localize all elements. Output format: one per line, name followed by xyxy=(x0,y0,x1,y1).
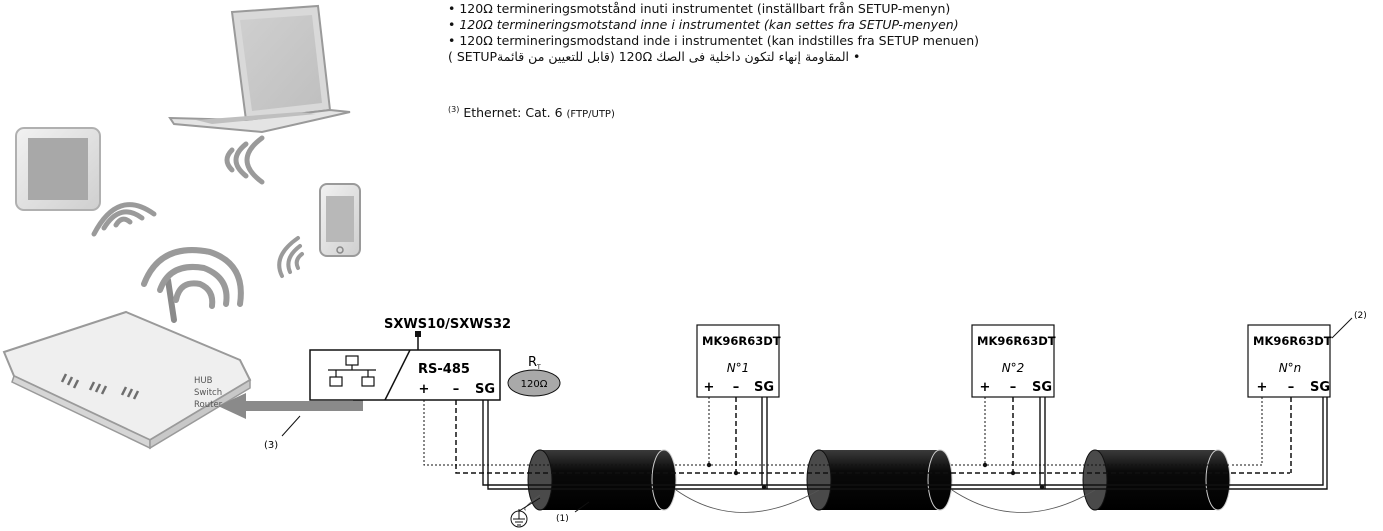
callout-device: (2) xyxy=(1354,311,1367,321)
terminator-letter: R xyxy=(528,355,537,370)
ground-icon xyxy=(510,497,541,528)
note-swedish: • 120Ω termineringsmotstånd inuti instru… xyxy=(448,1,951,16)
wifi-signal-tablet-icon xyxy=(91,202,157,237)
smartphone-icon xyxy=(319,183,361,257)
instrument-n-model: MK96R63DT xyxy=(1253,334,1332,348)
note-danish: • 120Ω termineringsmodstand inde i instr… xyxy=(448,33,980,48)
router-icon xyxy=(2,247,252,450)
router-label-router: Router xyxy=(194,400,223,410)
instrument-1-number: N°1 xyxy=(727,361,750,375)
terminator-label: RT xyxy=(528,355,541,371)
gateway-terminal-minus: – xyxy=(453,382,460,397)
instrument-1-terminal-sg: SG xyxy=(754,380,774,395)
note-arabic: • المقاومة إنهاء لتكون داخلية فى الصك 12… xyxy=(448,49,861,64)
wire-junctions xyxy=(706,462,1045,490)
instrument-n-terminal-sg: SG xyxy=(1310,380,1330,395)
instrument-box-2 xyxy=(971,324,1055,398)
network-icon xyxy=(328,355,376,387)
gateway-terminal-plus: + xyxy=(419,382,430,397)
router-label-hub: HUB xyxy=(194,376,213,386)
instrument-n-number: N°n xyxy=(1279,361,1302,375)
terminator-resistor xyxy=(507,369,561,397)
gateway-model-label: SXWS10/SXWS32 xyxy=(384,317,511,332)
instrument-2-number: N°2 xyxy=(1002,361,1025,375)
terminator-subscript: T xyxy=(536,364,541,371)
callout-leader-2 xyxy=(1331,317,1353,339)
instrument-box-n xyxy=(1247,324,1331,398)
gateway-terminal-sg: SG xyxy=(475,382,495,397)
instrument-2-terminal-minus: – xyxy=(1010,380,1017,395)
cable-section-2 xyxy=(806,449,953,511)
note-norwegian: • 120Ω termineringsmotstand inne i instr… xyxy=(448,17,959,32)
instrument-box-1 xyxy=(696,324,780,398)
callout-leader-3 xyxy=(281,415,301,437)
footnote-text: Ethernet: Cat. 6 xyxy=(459,105,567,121)
wifi-signal-phone-icon xyxy=(277,236,304,278)
instrument-1-terminal-minus: – xyxy=(733,380,740,395)
instrument-2-terminal-plus: + xyxy=(980,380,991,395)
instrument-n-terminal-minus: – xyxy=(1288,380,1295,395)
laptop-icon xyxy=(168,4,351,134)
instrument-2-model: MK96R63DT xyxy=(977,334,1056,348)
terminator-notes: • 120Ω termineringsmotstånd inuti instru… xyxy=(448,1,979,65)
cable-section-1 xyxy=(527,449,677,511)
footnote-cable-type: (FTP/UTP) xyxy=(566,109,615,121)
bus-wires xyxy=(423,397,1328,490)
callout-leader-1 xyxy=(574,501,590,513)
instrument-n-terminal-plus: + xyxy=(1257,380,1268,395)
wifi-signal-laptop-icon xyxy=(224,135,265,185)
router-label-switch: Switch xyxy=(194,388,222,398)
callout-cable: (1) xyxy=(556,514,569,524)
gateway-module xyxy=(309,331,501,401)
callout-ethernet: (3) xyxy=(264,440,278,451)
instrument-2-terminal-sg: SG xyxy=(1032,380,1052,395)
instrument-1-model: MK96R63DT xyxy=(702,334,781,348)
ethernet-footnote: (3) Ethernet: Cat. 6 (FTP/UTP) xyxy=(448,105,615,120)
instrument-1-terminal-plus: + xyxy=(704,380,715,395)
gateway-bus-label: RS-485 xyxy=(418,362,470,377)
cable-section-3 xyxy=(1082,449,1231,511)
footnote-marker: (3) xyxy=(448,105,460,114)
tablet-icon xyxy=(15,127,101,211)
terminator-value: 120Ω xyxy=(521,379,548,390)
